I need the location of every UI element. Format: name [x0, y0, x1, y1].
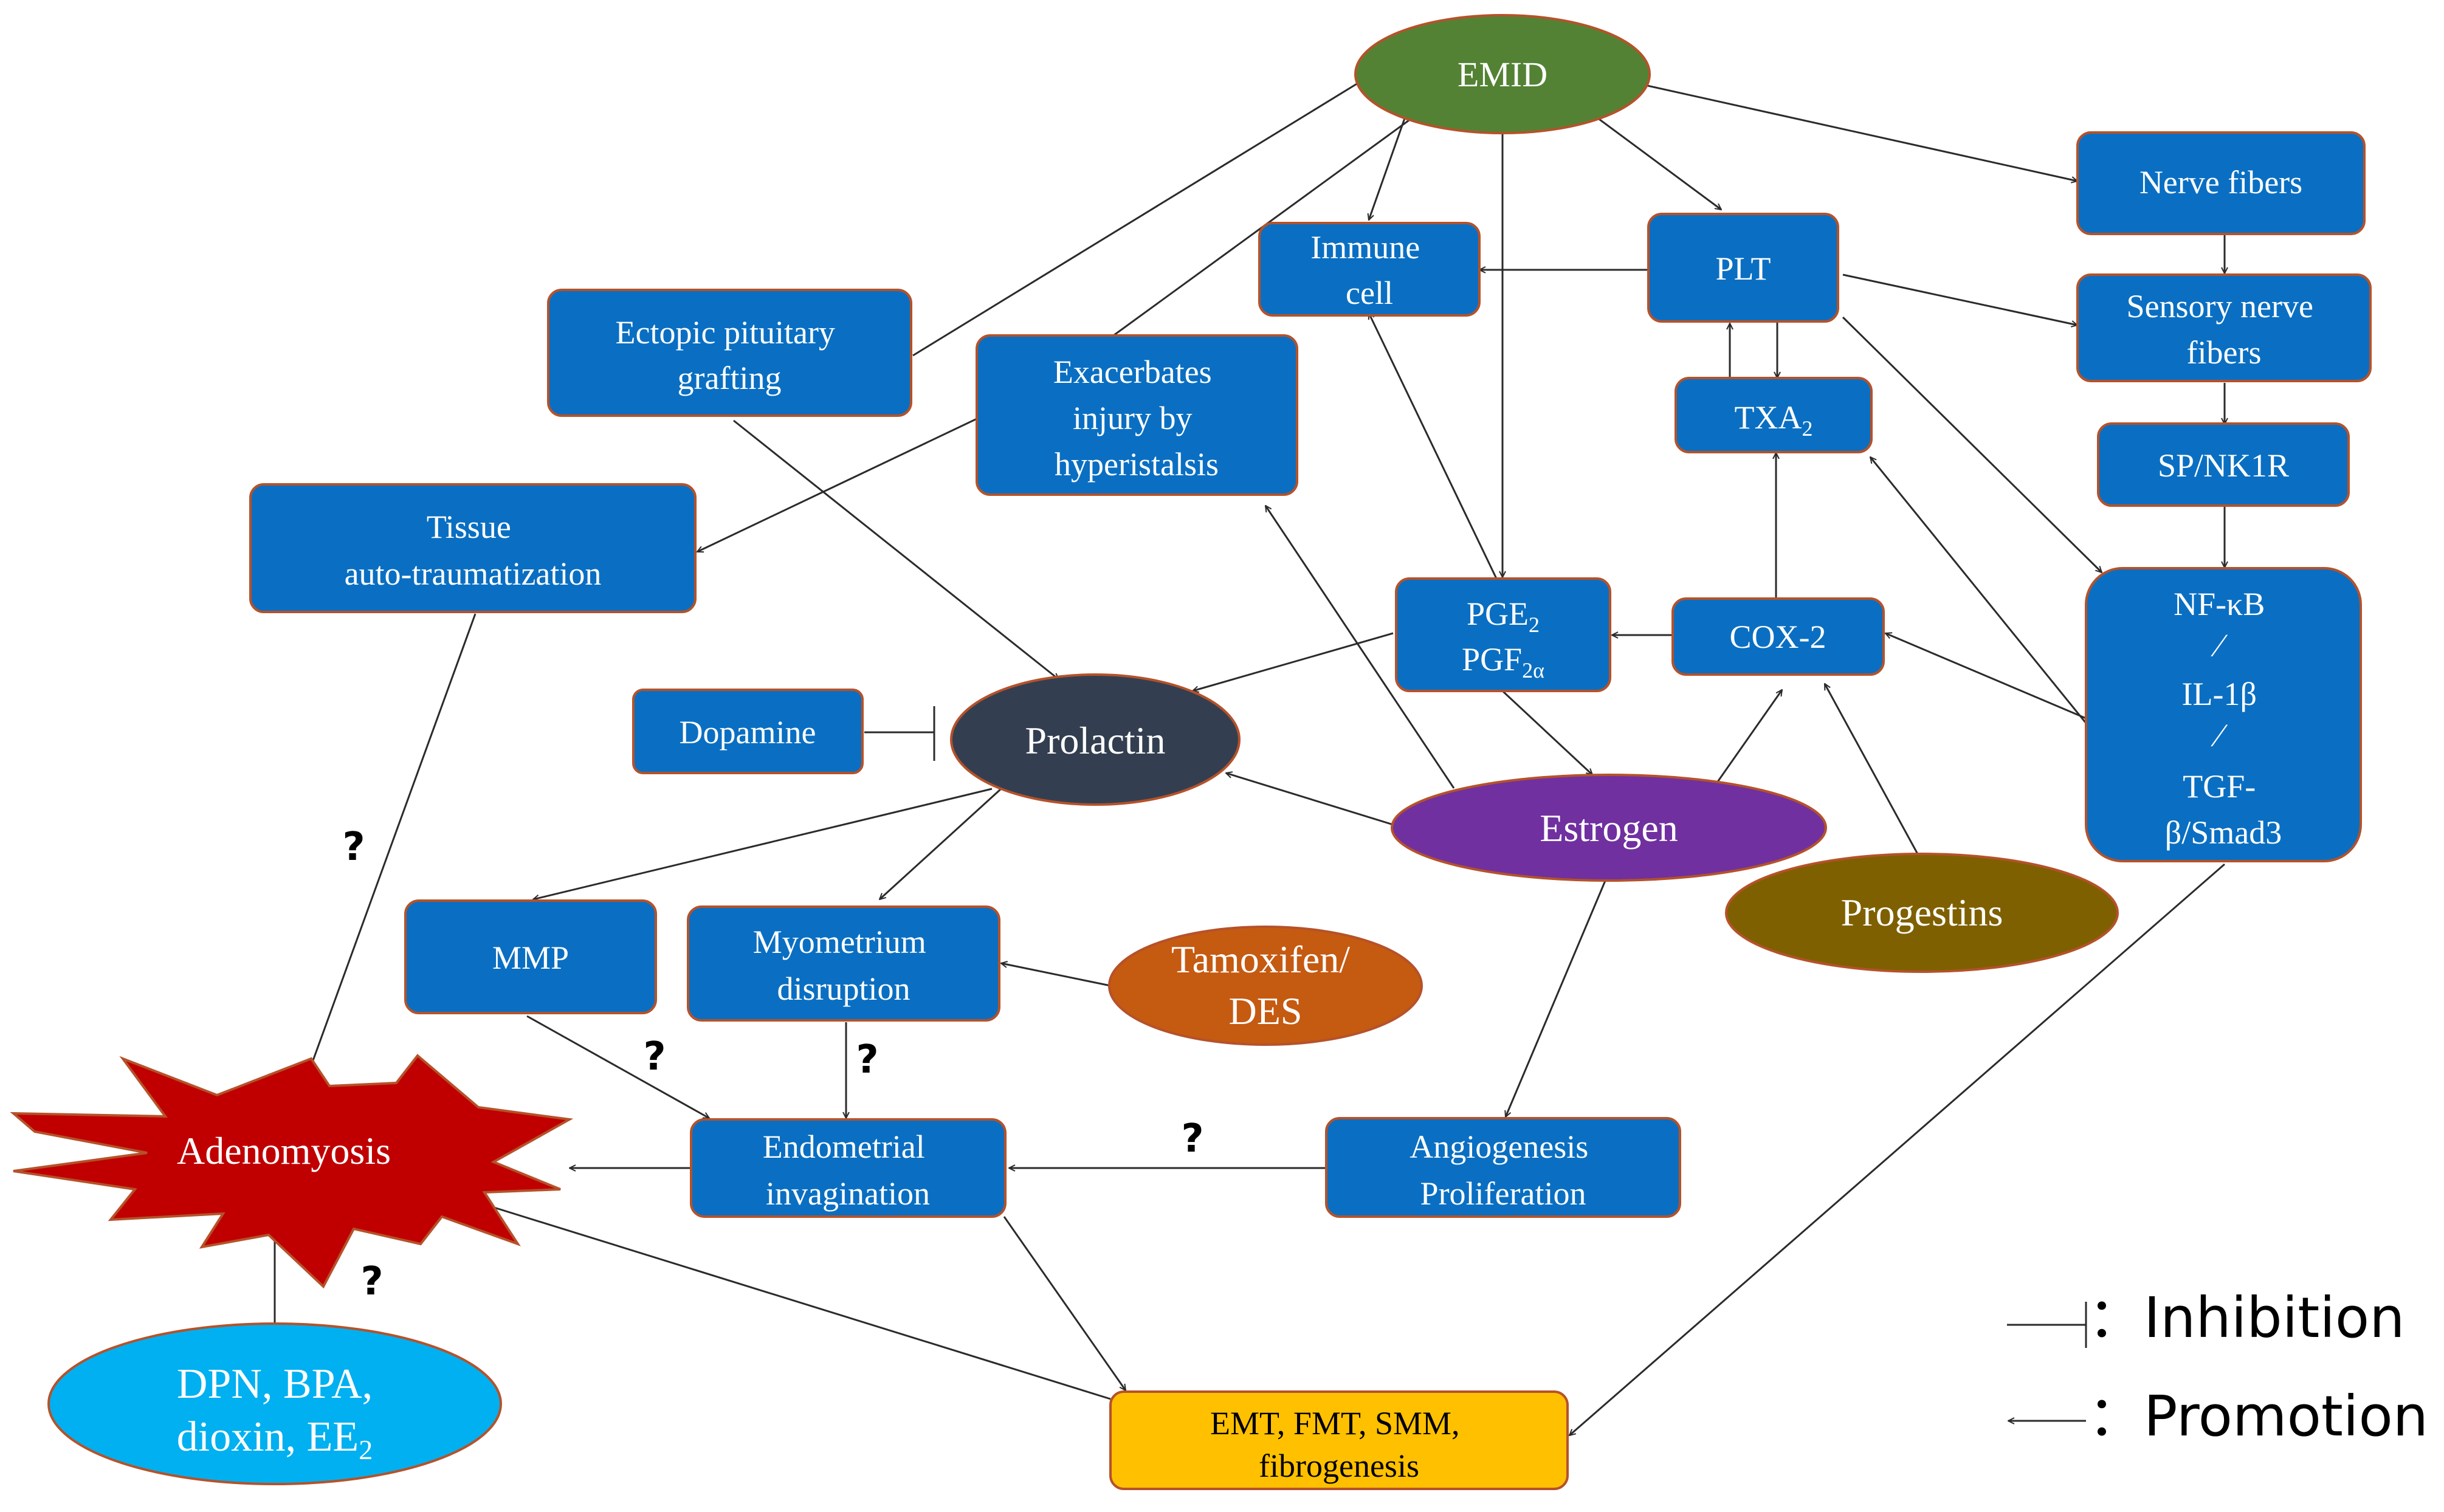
node-pge2-label: PGE2 — [1467, 596, 1540, 637]
node-cox2: COX-2 — [1671, 597, 1885, 676]
edge-prolactin-to-myometrium — [879, 788, 1002, 899]
node-dpn-line2: dioxin, EE2 — [177, 1414, 373, 1465]
edge-ectopic-to-emid — [912, 79, 1363, 357]
edge-pge-to-estrogen — [1501, 690, 1592, 775]
question-mark-tissue: ? — [342, 825, 365, 870]
edge-prolactin-to-mmp — [533, 788, 993, 899]
edge-pge-to-immune — [1368, 313, 1498, 579]
node-txa2-label: TXA2 — [1735, 399, 1813, 441]
node-cox2-label: COX-2 — [1730, 619, 1826, 655]
edge-nfkb-to-emt — [1569, 863, 2225, 1435]
node-angiogenesis-proliferation: Angiogenesis Proliferation — [1325, 1117, 1681, 1218]
node-mmp: MMP — [404, 899, 657, 1014]
edge-tissue-to-adenomyosis — [296, 613, 477, 1107]
edge-plt-to-nfkb — [1842, 316, 2102, 572]
legend-promotion: ：Promotion — [2008, 1384, 2428, 1449]
node-dpn-bpa-dioxin-ee2: DPN, BPA, dioxin, EE2 — [47, 1322, 502, 1485]
node-tissue-auto-traumatization: Tissue auto-traumatization — [249, 483, 697, 613]
edge-emid-to-immune — [1369, 116, 1406, 220]
node-prolactin-label: Prolactin — [1025, 719, 1165, 762]
node-ectopic-label: Ectopic pituitary grafting — [616, 314, 844, 396]
legend-promotion-label: ：Promotion — [2088, 1384, 2428, 1449]
edge-endometrial-to-emt — [1003, 1216, 1126, 1390]
node-prolactin: Prolactin — [950, 673, 1241, 806]
node-progestins: Progestins — [1725, 853, 2119, 973]
node-emt-fmt-smm: EMT, FMT, SMM, fibrogenesis — [1109, 1390, 1569, 1490]
question-mark-myometrium: ? — [856, 1037, 878, 1082]
node-nerve-fibers-label: Nerve fibers — [2139, 164, 2302, 201]
question-marks: ? ? ? ? ? — [342, 825, 1203, 1304]
edge-pge-to-prolactin — [1193, 632, 1394, 691]
node-progestins-label: Progestins — [1841, 891, 2003, 934]
node-ectopic-pituitary-grafting: Ectopic pituitary grafting — [547, 289, 912, 417]
node-emid-label: EMID — [1458, 55, 1547, 94]
node-sensory-nerve-fibers: Sensory nerve fibers — [2076, 273, 2372, 382]
node-dopamine: Dopamine — [632, 689, 864, 774]
node-nerve-fibers: Nerve fibers — [2076, 131, 2366, 235]
node-dopamine-label: Dopamine — [680, 714, 816, 751]
edge-emt-to-adenomyosis — [484, 1204, 1111, 1400]
edge-estrogen-to-exacerbates — [1264, 506, 1455, 789]
node-sp-label: SP/NK1R — [2158, 447, 2289, 484]
node-txa2: TXA2 — [1675, 377, 1873, 453]
node-immune-cell: Immune cell — [1258, 222, 1481, 317]
node-immune-cell-label: Immune cell — [1310, 229, 1428, 311]
question-mark-angiogenesis: ? — [1181, 1116, 1203, 1161]
node-endometrial-label: Endometrial invagination — [763, 1129, 933, 1212]
node-nfkb-label: NF-κB ⁄ IL-1β ⁄ TGF- β/Smad3 — [2165, 586, 2282, 851]
node-angiogenesis-label: Angiogenesis Proliferation — [1410, 1129, 1596, 1212]
edge-estrogen-to-cox — [1714, 690, 1782, 786]
edge-plt-to-sensory — [1842, 273, 2077, 325]
node-emt-label: EMT, FMT, SMM, fibrogenesis — [1210, 1405, 1468, 1484]
node-sp-nk1r: SP/NK1R — [2097, 422, 2350, 507]
edge-emid-to-nerve — [1611, 77, 2077, 181]
edge-progestins-to-cox — [1823, 684, 1923, 862]
legend: ：Inhibition ：Promotion — [2007, 1285, 2428, 1449]
edge-estrogen-to-prolactin — [1226, 773, 1394, 826]
edge-nfkb-to-cox — [1885, 633, 2087, 720]
edge-nfkb-to-txa — [1870, 457, 2087, 724]
node-nfkb-il1b-tgfb: NF-κB ⁄ IL-1β ⁄ TGF- β/Smad3 — [2085, 567, 2362, 862]
node-mmp-label: MMP — [492, 940, 569, 976]
question-mark-mmp: ? — [643, 1034, 666, 1079]
edge-mmp-to-endometrial — [526, 1015, 709, 1119]
node-estrogen: Estrogen — [1391, 774, 1827, 882]
node-adenomyosis: Adenomyosis — [10, 1054, 574, 1289]
node-exacerbates-injury: Exacerbates injury by hyperistalsis — [976, 334, 1298, 496]
adenomyosis-starburst — [10, 1054, 574, 1289]
node-plt-label: PLT — [1715, 250, 1771, 287]
edges — [275, 77, 2225, 1435]
node-dpn-line1: DPN, BPA, — [177, 1361, 373, 1407]
legend-inhibition-label: ：Inhibition — [2088, 1285, 2405, 1350]
question-mark-dpn: ? — [360, 1259, 383, 1304]
edge-emid-to-plt — [1587, 109, 1721, 210]
node-endometrial-invagination: Endometrial invagination — [690, 1118, 1007, 1218]
node-pgf2a-label: PGF2α — [1462, 641, 1544, 682]
edge-estrogen-to-angiogenesis — [1506, 879, 1607, 1117]
node-exacerbates-label: Exacerbates injury by hyperistalsis — [1053, 354, 1220, 483]
legend-inhibition: ：Inhibition — [2007, 1285, 2405, 1350]
edge-tamoxifen-to-myometrium — [1001, 963, 1111, 987]
node-myometrium-disruption: Myometrium disruption — [687, 905, 1000, 1022]
node-pge2-pgf2a: PGE2 PGF2α — [1395, 577, 1611, 692]
node-tissue-label: Tissue auto-traumatization — [345, 509, 602, 592]
node-tamoxifen-label: Tamoxifen/ DES — [1171, 938, 1360, 1033]
node-tamoxifen-des: Tamoxifen/ DES — [1108, 926, 1423, 1046]
node-estrogen-label: Estrogen — [1540, 806, 1678, 850]
node-sensory-label: Sensory nerve fibers — [2127, 288, 2322, 371]
node-adenomyosis-label: Adenomyosis — [177, 1129, 391, 1172]
node-myometrium-label: Myometrium disruption — [753, 924, 934, 1007]
node-emid: EMID — [1354, 14, 1651, 134]
node-plt: PLT — [1647, 213, 1839, 323]
edge-ectopic-to-prolactin — [733, 419, 1059, 679]
edge-exacerbates-to-tissue — [697, 413, 986, 553]
